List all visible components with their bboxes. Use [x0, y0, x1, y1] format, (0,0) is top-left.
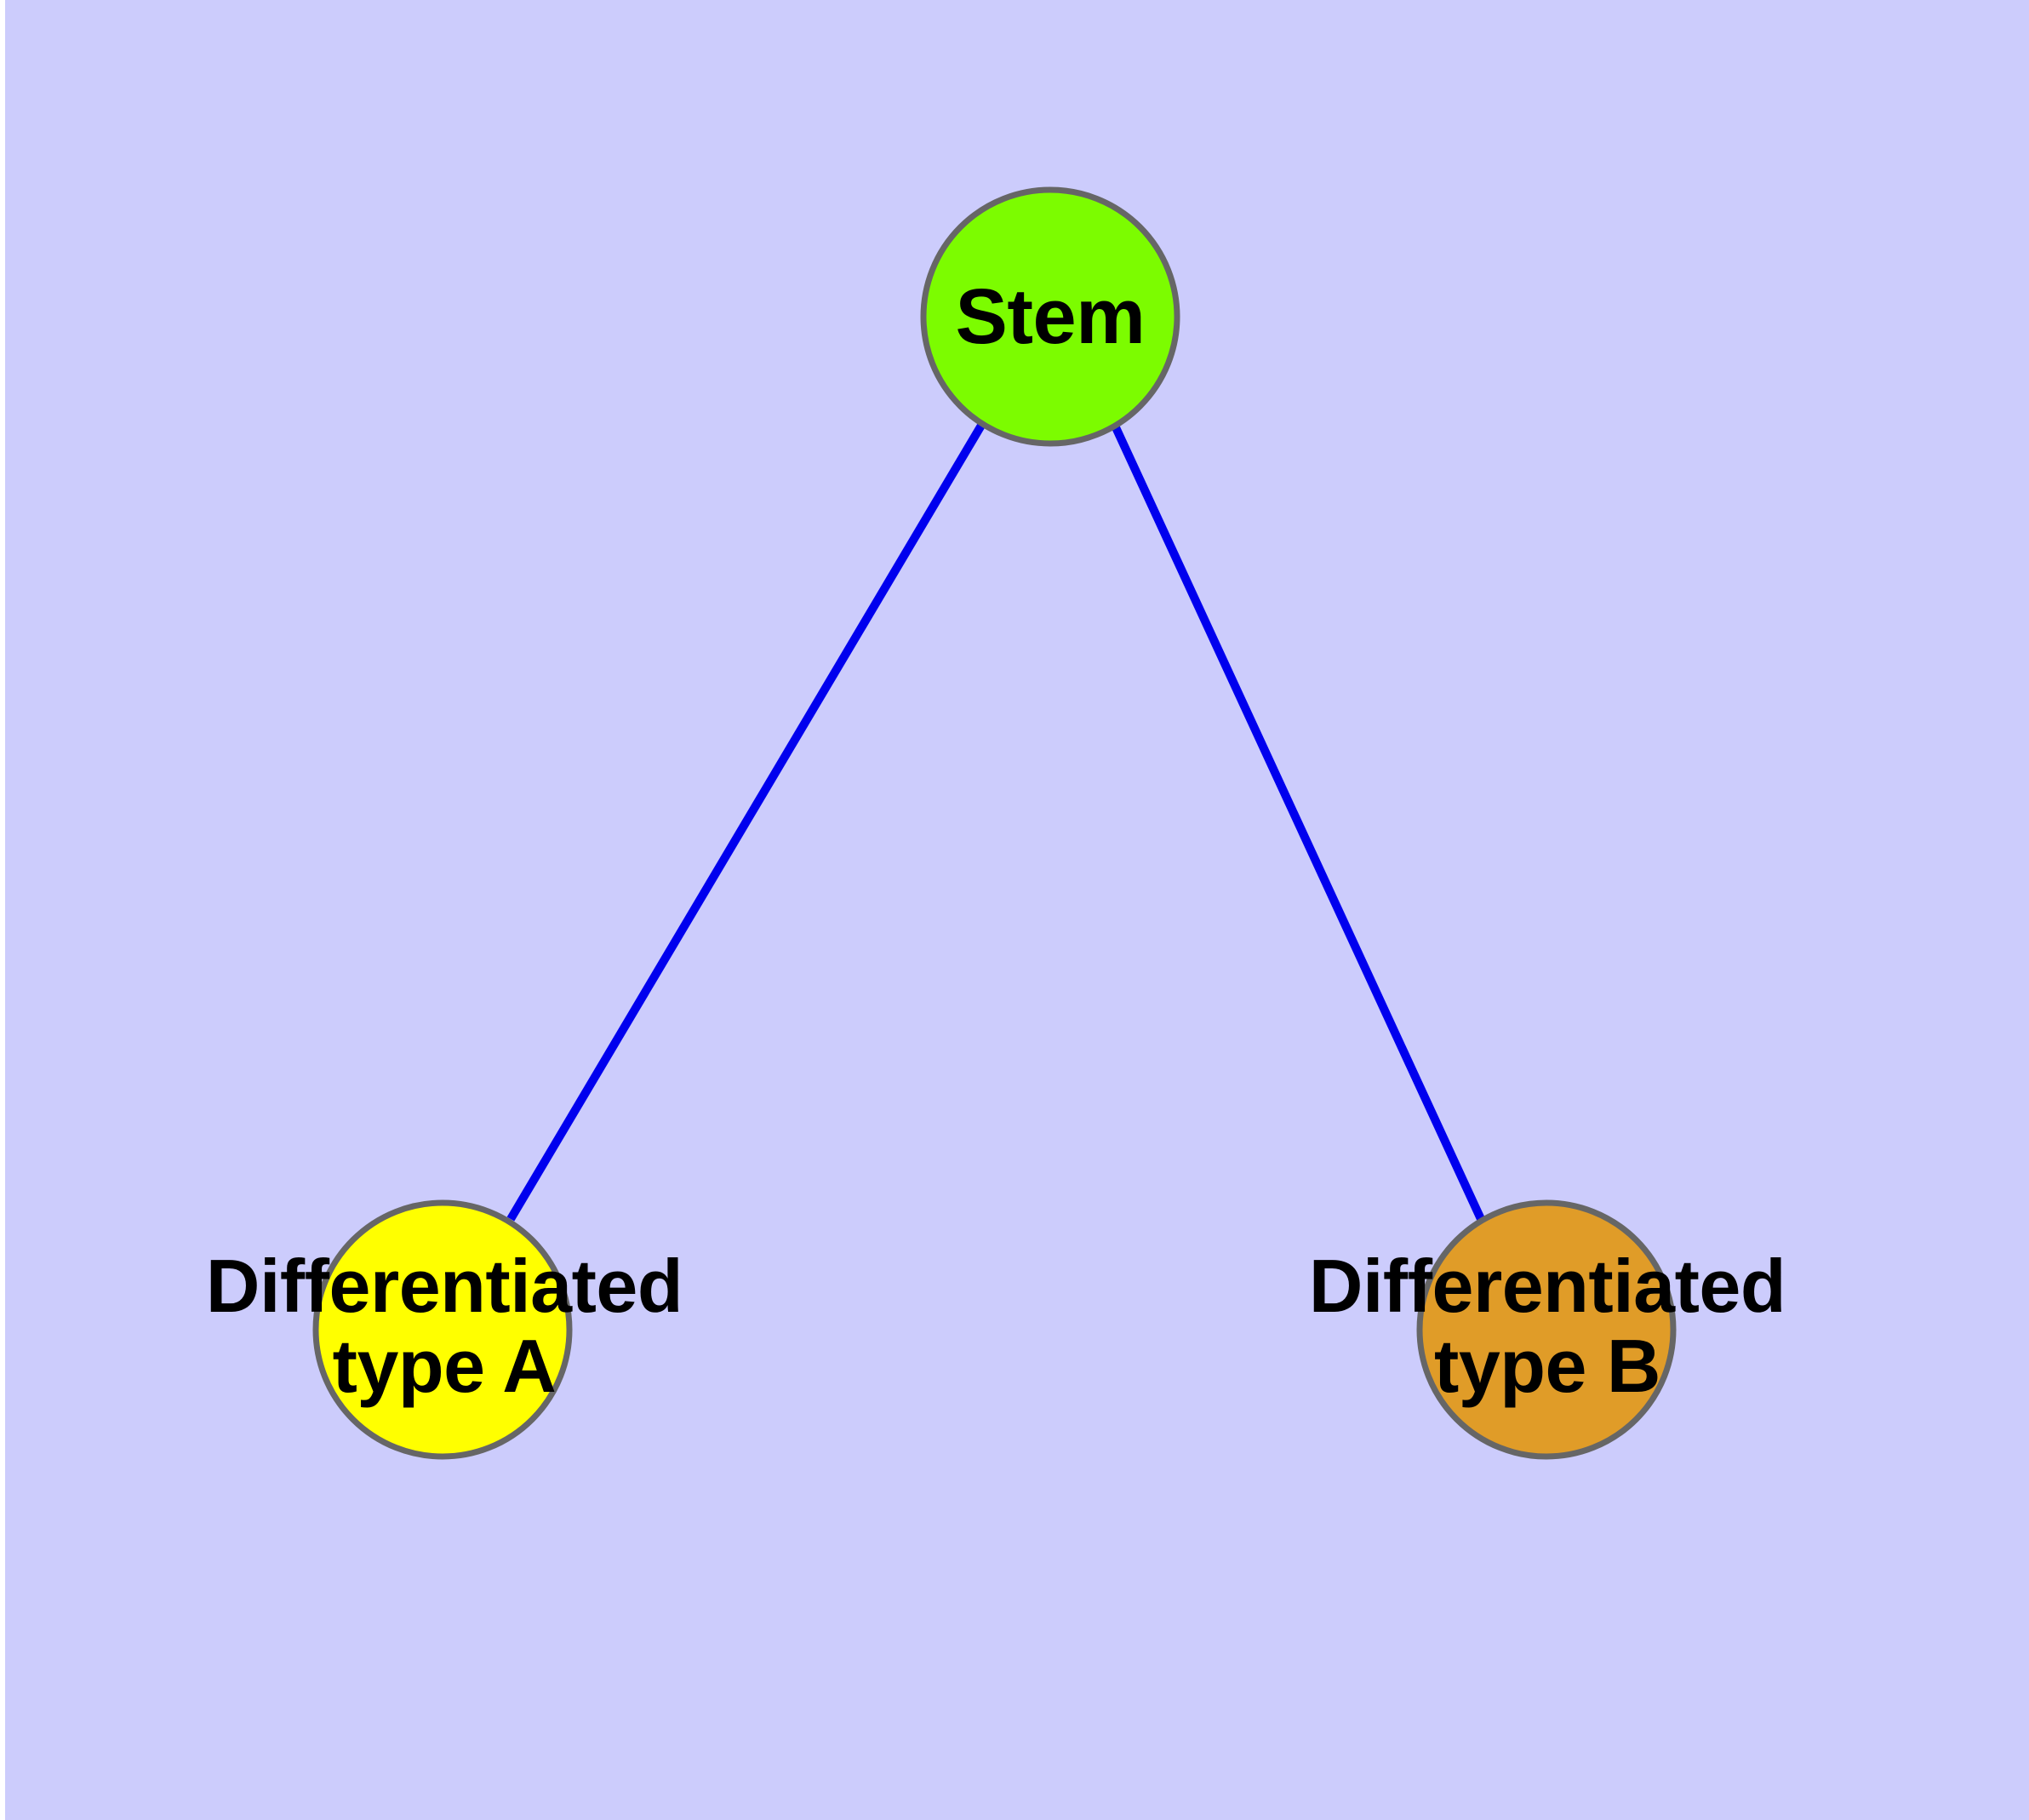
node-layer	[312, 186, 1677, 1460]
node-stem-circle[interactable]	[920, 186, 1180, 447]
edge-layer	[506, 421, 1485, 1222]
node-diff-b-circle[interactable]	[1416, 1199, 1677, 1460]
edge-stem-to-diff-a[interactable]	[506, 421, 986, 1222]
node-diff-a-circle[interactable]	[312, 1199, 573, 1460]
edge-stem-to-diff-b[interactable]	[1111, 423, 1485, 1222]
